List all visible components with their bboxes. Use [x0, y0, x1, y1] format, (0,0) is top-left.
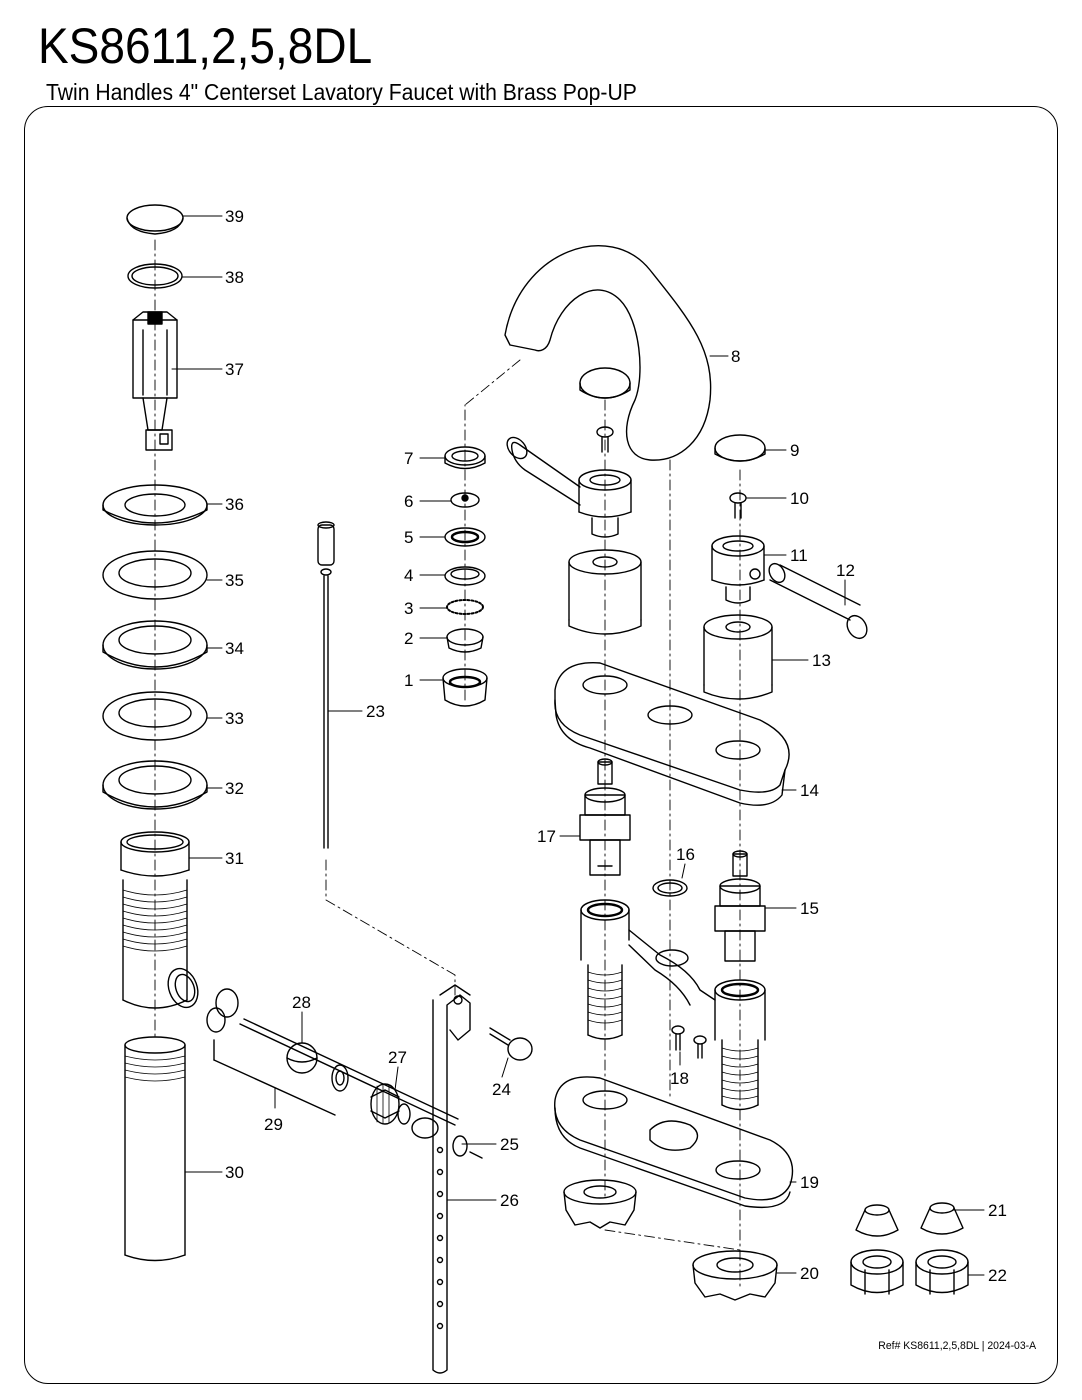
- callout-11: 11: [790, 546, 808, 565]
- part-33-gasket: [102, 691, 208, 741]
- callout-16: 16: [676, 845, 695, 864]
- callout-26: 26: [500, 1191, 519, 1210]
- part-16-o-ring: [652, 879, 688, 897]
- part-37-pop-up-stopper: [132, 311, 178, 451]
- callout-9: 9: [790, 441, 799, 460]
- part-3-mesh: [446, 599, 484, 615]
- callout-3: 3: [404, 599, 413, 618]
- part-19-base-gasket: [554, 1076, 794, 1209]
- part-34-washer: [102, 620, 208, 670]
- part-30-tailpiece: [124, 1036, 186, 1262]
- callout-27: 27: [388, 1048, 407, 1067]
- part-32-washer: [102, 760, 208, 810]
- callout-14: 14: [800, 781, 819, 800]
- part-38-o-ring: [127, 263, 183, 289]
- callout-labels: 39 38 37 36 35 34 33 32 31 30 29 28 27 2…: [225, 207, 1007, 1285]
- part-6-aerator-insert: [450, 492, 480, 508]
- callout-24: 24: [492, 1080, 511, 1099]
- callout-13: 13: [812, 651, 831, 670]
- callout-21: 21: [988, 1201, 1007, 1220]
- callout-18: 18: [670, 1069, 689, 1088]
- leader-lines: [171, 215, 985, 1276]
- part-11-left-handle-body: [506, 436, 632, 538]
- callout-8: 8: [731, 347, 740, 366]
- part-9-index-cap: [579, 367, 766, 462]
- callout-19: 19: [800, 1173, 819, 1192]
- part-11-right-handle-body: [711, 535, 765, 604]
- callout-22: 22: [988, 1266, 1007, 1285]
- diagram-frame: [24, 106, 1058, 1384]
- callout-6: 6: [404, 492, 413, 511]
- part-27-nut-and-washer: [331, 1064, 411, 1125]
- callout-37: 37: [225, 360, 244, 379]
- callout-5: 5: [404, 528, 413, 547]
- part-36-flange: [102, 484, 208, 526]
- reference-number: Ref# KS8611,2,5,8DL | 2024-03-A: [878, 1340, 1036, 1352]
- part-10-handle-screw: [596, 426, 747, 519]
- part-17-hot-cartridge: [579, 758, 631, 876]
- callout-34: 34: [225, 639, 244, 658]
- part-24-thumb-screw: [489, 1027, 533, 1061]
- model-number: KS8611,2,5,8DL: [38, 18, 373, 74]
- callout-4: 4: [404, 566, 413, 585]
- callout-28: 28: [292, 993, 311, 1012]
- part-1-aerator-housing: [442, 668, 488, 707]
- callout-12: 12: [836, 561, 855, 580]
- part-31-drain-body: [120, 831, 199, 1009]
- valve-body: [580, 899, 766, 1111]
- callout-7: 7: [404, 449, 413, 468]
- assembly-center-lines: [154, 239, 741, 1291]
- callout-23: 23: [366, 702, 385, 721]
- callout-25: 25: [500, 1135, 519, 1154]
- part-14-escutcheon-plate: [554, 662, 790, 806]
- callout-38: 38: [225, 268, 244, 287]
- callout-17: 17: [537, 827, 556, 846]
- part-7-aerator-washer: [444, 446, 486, 470]
- callout-32: 32: [225, 779, 244, 798]
- callout-20: 20: [800, 1264, 819, 1283]
- callout-39: 39: [225, 207, 244, 226]
- part-8-spout: [504, 245, 712, 461]
- part-23-lift-rod: [317, 521, 335, 849]
- part-13-bonnet: [568, 549, 773, 700]
- part-20-mounting-nut: [563, 1179, 778, 1301]
- callout-29: 29: [264, 1115, 283, 1134]
- part-21-compression-sleeve: [855, 1202, 964, 1237]
- part-29-pivot-rod: [206, 988, 459, 1126]
- part-22-coupling-nut: [850, 1249, 969, 1295]
- part-18-screws: [671, 1025, 707, 1059]
- product-description: Twin Handles 4" Centerset Lavatory Fauce…: [46, 79, 637, 105]
- part-15-cold-cartridge: [714, 850, 766, 962]
- part-2-aerator-cartridge: [446, 628, 484, 653]
- callout-36: 36: [225, 495, 244, 514]
- callout-2: 2: [404, 629, 413, 648]
- part-39-pop-up-cap: [126, 204, 184, 235]
- callout-1: 1: [404, 671, 413, 690]
- part-35-gasket: [102, 550, 208, 600]
- part-12-handle-lever: [768, 562, 868, 640]
- callout-30: 30: [225, 1163, 244, 1182]
- part-25-spring-clip: [411, 1117, 483, 1159]
- callout-35: 35: [225, 571, 244, 590]
- callout-10: 10: [790, 489, 809, 508]
- part-26-extension-strap: [432, 984, 471, 1374]
- callout-33: 33: [225, 709, 244, 728]
- part-4-aerator-ring: [444, 566, 486, 586]
- callout-31: 31: [225, 849, 244, 868]
- callout-15: 15: [800, 899, 819, 918]
